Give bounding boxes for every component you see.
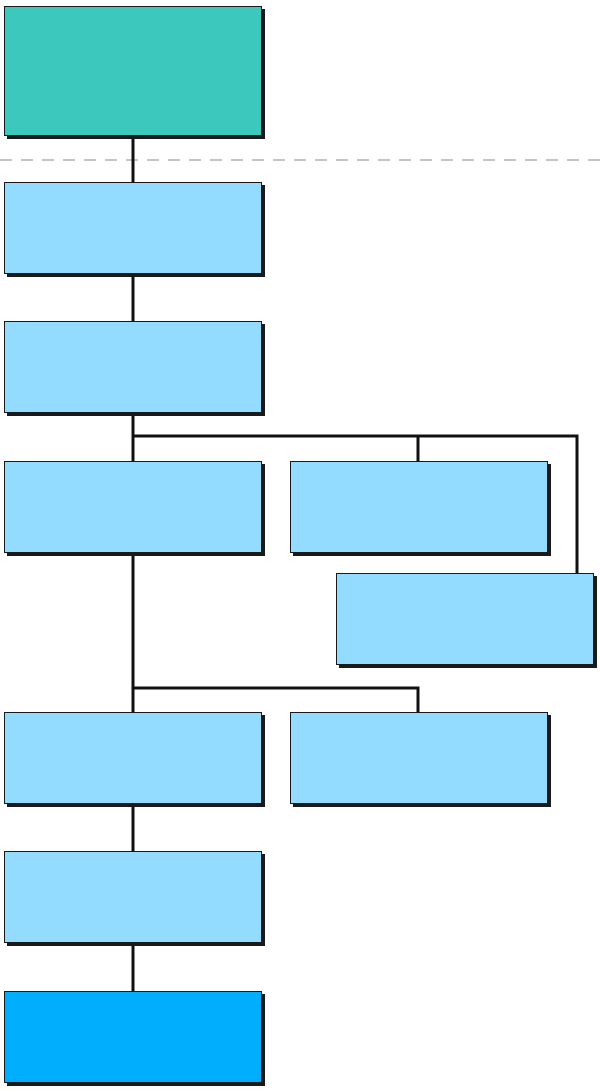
node-n2[interactable]: [4, 321, 262, 413]
node-n1[interactable]: [4, 182, 262, 274]
edge-n2-n3b: [133, 434, 420, 461]
edge-n2-n3c: [418, 434, 579, 573]
edge-n3-n4b: [133, 686, 420, 712]
node-n5[interactable]: [4, 851, 262, 943]
node-n3c[interactable]: [336, 573, 594, 665]
node-terminal[interactable]: [4, 991, 262, 1083]
node-n3[interactable]: [4, 461, 262, 553]
node-n4[interactable]: [4, 712, 262, 804]
node-root[interactable]: [4, 6, 262, 136]
node-n3b[interactable]: [290, 461, 548, 553]
node-n4b[interactable]: [290, 712, 548, 804]
